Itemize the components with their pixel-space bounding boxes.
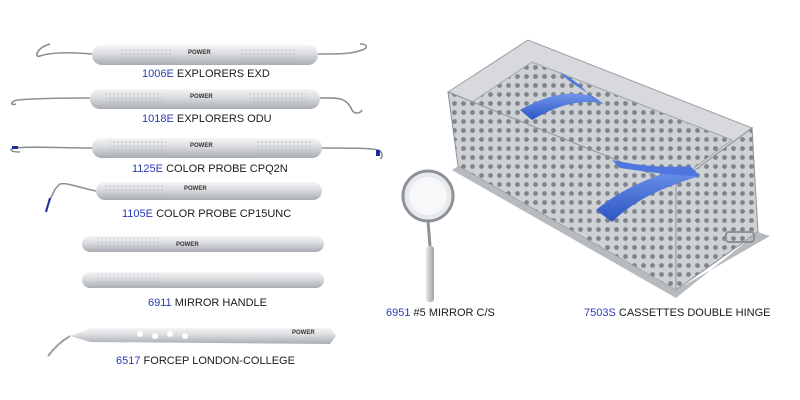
- svg-text:POWER: POWER: [184, 186, 207, 192]
- item-name: MIRROR HANDLE: [174, 297, 268, 309]
- item-label-1125e: 1125E COLOR PROBE CPQ2N: [132, 163, 288, 175]
- item-name: EXPLORERS EXD: [176, 68, 270, 80]
- mirror-handle-instrument: POWER: [82, 236, 324, 288]
- item-label-6911: 6911 MIRROR HANDLE: [148, 297, 267, 309]
- forcep-instrument: POWER: [47, 328, 336, 357]
- item-label-7503s: 7503S CASSETTES DOUBLE HINGE: [584, 307, 770, 319]
- item-code: 1125E: [132, 163, 163, 175]
- item-name: CASSETTES DOUBLE HINGE: [618, 307, 771, 319]
- svg-text:POWER: POWER: [188, 50, 211, 56]
- item-label-6517: 6517 FORCEP LONDON-COLLEGE: [116, 355, 295, 367]
- color-probe-cpq2n-instrument: POWER: [10, 138, 383, 160]
- svg-text:POWER: POWER: [190, 143, 213, 149]
- cassette-tray: [446, 39, 770, 298]
- item-label-1006e: 1006E EXPLORERS EXD: [142, 68, 270, 80]
- item-name: COLOR PROBE CP15UNC: [156, 208, 292, 220]
- svg-text:POWER: POWER: [190, 94, 213, 100]
- svg-text:POWER: POWER: [176, 242, 199, 248]
- item-code: 1006E: [142, 68, 174, 80]
- mouth-mirror-instrument: [401, 169, 455, 302]
- color-probe-cp15unc-instrument: POWER: [45, 182, 322, 213]
- item-code: 6517: [116, 355, 141, 367]
- item-code: 1105E: [122, 208, 153, 220]
- item-label-6951: 6951 #5 MIRROR C/S: [386, 307, 495, 319]
- svg-text:POWER: POWER: [292, 330, 315, 336]
- item-code: 6911: [148, 297, 172, 309]
- item-code: 6951: [386, 307, 411, 319]
- explorer-exd-instrument: POWER: [36, 43, 368, 65]
- item-name: EXPLORERS ODU: [176, 113, 272, 125]
- item-code: 7503S: [584, 307, 616, 319]
- item-label-1105e: 1105E COLOR PROBE CP15UNC: [122, 208, 291, 220]
- explorer-odu-instrument: POWER: [10, 89, 363, 114]
- item-name: COLOR PROBE CPQ2N: [166, 163, 288, 175]
- item-label-1018e: 1018E EXPLORERS ODU: [142, 113, 272, 125]
- item-name: #5 MIRROR C/S: [413, 307, 495, 319]
- item-code: 1018E: [142, 113, 174, 125]
- item-name: FORCEP LONDON-COLLEGE: [143, 355, 295, 367]
